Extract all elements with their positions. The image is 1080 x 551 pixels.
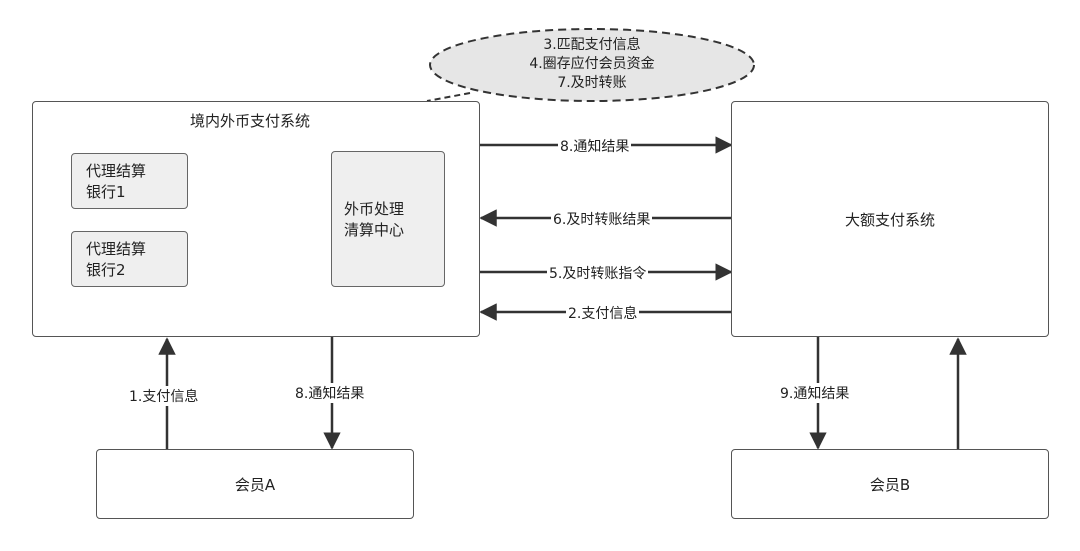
edge-label-notify-b: 9.通知结果	[778, 383, 852, 403]
domestic-system-title: 境内外币支付系统	[190, 112, 311, 130]
edge-label-payment-info-a: 1.支付信息	[127, 386, 201, 406]
clearing-center-line1: 外币处理	[344, 200, 405, 218]
agent-bank-1-box: 代理结算 银行1	[71, 153, 188, 209]
callout-pointer	[426, 92, 471, 102]
callout-ellipse	[429, 28, 755, 102]
agent-bank-1-line2: 银行1	[86, 183, 126, 201]
agent-bank-2-line2: 银行2	[86, 261, 126, 279]
callout-text: 3.匹配支付信息 4.圈存应付会员资金 7.及时转账	[432, 36, 752, 93]
agent-bank-2-line1: 代理结算	[86, 240, 147, 258]
member-b-label: 会员B	[869, 475, 911, 494]
member-b-box: 会员B	[731, 449, 1049, 519]
callout-line-1: 3.匹配支付信息	[543, 37, 641, 53]
agent-bank-1-line1: 代理结算	[86, 162, 147, 180]
edge-label-transfer-result: 6.及时转账结果	[551, 209, 653, 229]
callout-line-2: 4.圈存应付会员资金	[529, 56, 655, 72]
hvps-title: 大额支付系统	[844, 210, 935, 229]
clearing-center-box: 外币处理 清算中心	[331, 151, 445, 287]
callout-line-3: 7.及时转账	[557, 75, 627, 91]
agent-bank-2-box: 代理结算 银行2	[71, 231, 188, 287]
edge-label-notify-a: 8.通知结果	[293, 383, 367, 403]
edge-label-transfer-cmd: 5.及时转账指令	[547, 263, 649, 283]
member-a-label: 会员A	[234, 475, 276, 494]
edge-label-notify-top: 8.通知结果	[558, 136, 632, 156]
clearing-center-line2: 清算中心	[344, 221, 405, 239]
hvps-box: 大额支付系统	[731, 101, 1049, 337]
member-a-box: 会员A	[96, 449, 414, 519]
edge-label-payment-info-right: 2.支付信息	[566, 303, 640, 323]
